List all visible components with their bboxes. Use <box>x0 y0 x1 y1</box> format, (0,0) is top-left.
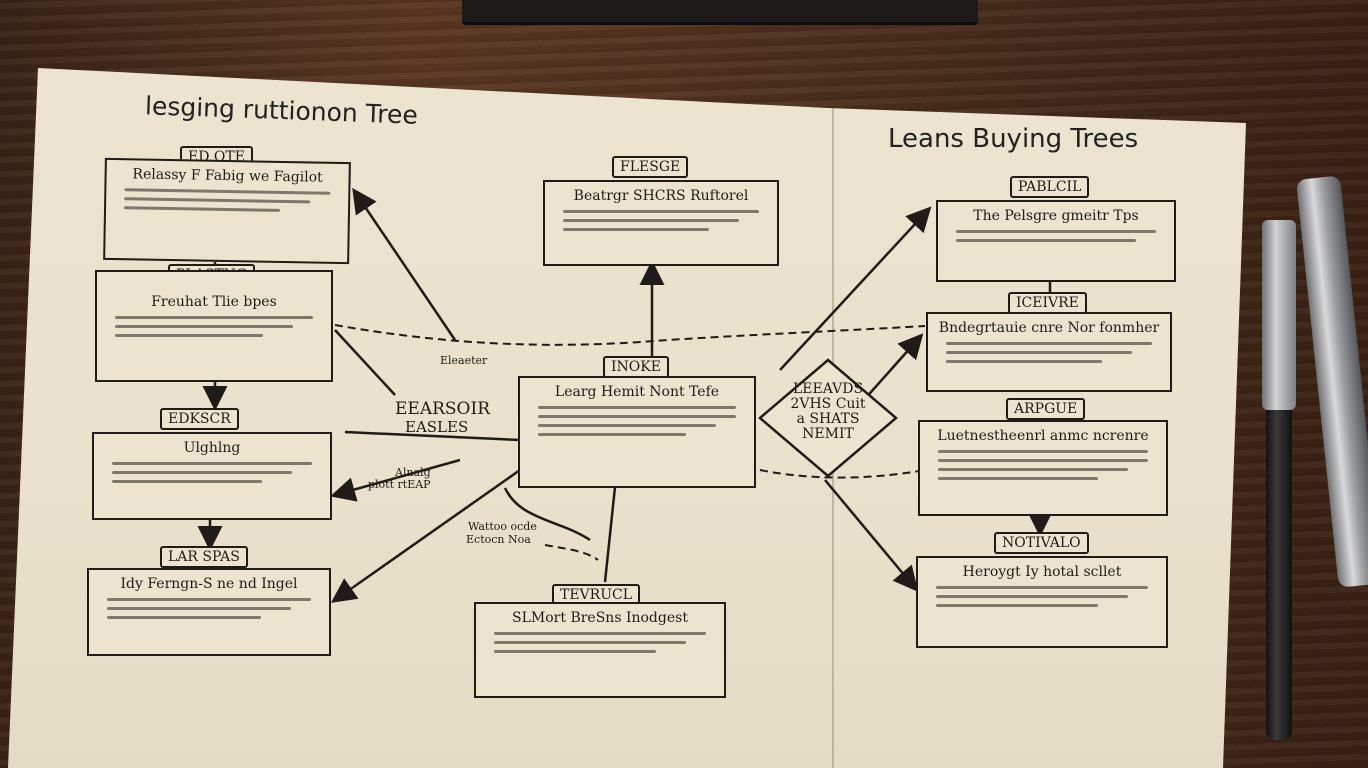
right-tag-1: PABLCIL <box>1010 176 1090 198</box>
left-box-1: Relassy F Fabig we Fagilot <box>103 157 351 265</box>
bottom-center-box-title: SLMort BreSns Inodgest <box>512 610 688 626</box>
note-lower-left-2: plott rtEAP <box>368 478 431 491</box>
bottom-center-box: SLMort BreSns Inodgest <box>474 602 726 698</box>
text-scribble <box>494 632 706 635</box>
right-box-2-title: Bndegrtauie cnre Nor fonmher <box>938 320 1160 336</box>
right-box-4: Heroygt Iy hotal scllet <box>916 556 1168 648</box>
text-scribble <box>112 480 262 483</box>
text-scribble <box>124 197 311 204</box>
left-box-4-title: Idy Ferngn-S ne nd Ingel <box>120 576 298 592</box>
text-scribble <box>124 206 281 212</box>
pen-clip <box>1262 220 1296 410</box>
left-box-3: Ulghlng <box>92 432 332 520</box>
text-scribble <box>936 604 1098 607</box>
center-tag: INOKE <box>603 356 669 378</box>
diamond-line: 2VHS Cuit <box>790 396 866 412</box>
text-scribble <box>938 477 1098 480</box>
right-tag-2: ICEIVRE <box>1008 292 1087 314</box>
left-tag-3: EDKSCR <box>160 408 239 430</box>
text-scribble <box>538 424 716 427</box>
text-scribble <box>956 230 1156 233</box>
text-scribble <box>112 462 312 465</box>
diamond-label: LEEAVDS 2VHS Cuit a SHATS NEMIT <box>778 382 878 442</box>
note-beside-left-mid: Eleaeter <box>440 354 488 367</box>
left-box-2-title: Freuhat Tlie bpes <box>151 294 277 310</box>
right-box-3-title: Luetnestheenrl anmc ncrenre <box>937 428 1149 444</box>
text-scribble <box>936 586 1148 589</box>
top-center-box-title: Beatrgr SHCRS Ruftorel <box>573 188 749 204</box>
text-scribble <box>946 351 1132 354</box>
right-box-3: Luetnestheenrl anmc ncrenre <box>918 420 1168 516</box>
center-box-title: Learg Hemit Nont Tefe <box>554 384 720 400</box>
text-scribble <box>938 468 1128 471</box>
text-scribble <box>538 433 686 436</box>
note-left-mid: EEARSOIR <box>395 399 490 419</box>
text-scribble <box>946 360 1102 363</box>
left-box-2: Freuhat Tlie bpes <box>95 270 333 382</box>
text-scribble <box>107 598 311 601</box>
text-scribble <box>115 325 293 328</box>
text-scribble <box>938 450 1148 453</box>
text-scribble <box>115 316 313 319</box>
text-scribble <box>946 342 1152 345</box>
center-box: Learg Hemit Nont Tefe <box>518 376 756 488</box>
left-box-1-title: Relassy F Fabig we Fagilot <box>132 166 323 186</box>
right-box-1-title: The Pelsgre gmeitr Tps <box>973 208 1139 224</box>
text-scribble <box>936 595 1128 598</box>
text-scribble <box>115 334 263 337</box>
text-scribble <box>494 650 656 653</box>
text-scribble <box>956 239 1136 242</box>
right-box-1: The Pelsgre gmeitr Tps <box>936 200 1176 282</box>
text-scribble <box>538 406 736 409</box>
text-scribble <box>563 210 759 213</box>
text-scribble <box>107 616 261 619</box>
top-center-tag: FLESGE <box>612 156 689 178</box>
right-tag-4: NOTIVALO <box>994 532 1089 554</box>
text-scribble <box>124 188 331 195</box>
diagram-title-right: Leans Buying Trees <box>888 124 1139 154</box>
laptop-edge <box>462 0 978 25</box>
text-scribble <box>563 219 739 222</box>
left-box-3-title: Ulghlng <box>183 440 241 456</box>
text-scribble <box>107 607 291 610</box>
left-tag-4: LAR SPAS <box>160 546 248 568</box>
diamond-line: LEEAVDS <box>792 381 864 397</box>
text-scribble <box>938 459 1148 462</box>
note-lower-center-2: Ectocn Noa <box>466 533 531 546</box>
text-scribble <box>538 415 736 418</box>
text-scribble <box>112 471 292 474</box>
diamond-line: a SHATS <box>796 411 860 427</box>
note-left-mid-2: EASLES <box>405 418 469 436</box>
top-center-box: Beatrgr SHCRS Ruftorel <box>543 180 779 266</box>
decision-diamond <box>758 358 898 478</box>
left-box-4: Idy Ferngn-S ne nd Ingel <box>87 568 331 656</box>
right-tag-3: ARPGUE <box>1006 398 1086 420</box>
right-box-4-title: Heroygt Iy hotal scllet <box>962 564 1122 580</box>
text-scribble <box>563 228 709 231</box>
text-scribble <box>494 641 686 644</box>
diamond-line: NEMIT <box>802 426 854 442</box>
note-lower-center: Wattoo ocde <box>468 520 537 533</box>
note-lower-left: Alnalg <box>395 466 431 479</box>
right-box-2: Bndegrtauie cnre Nor fonmher <box>926 312 1172 392</box>
